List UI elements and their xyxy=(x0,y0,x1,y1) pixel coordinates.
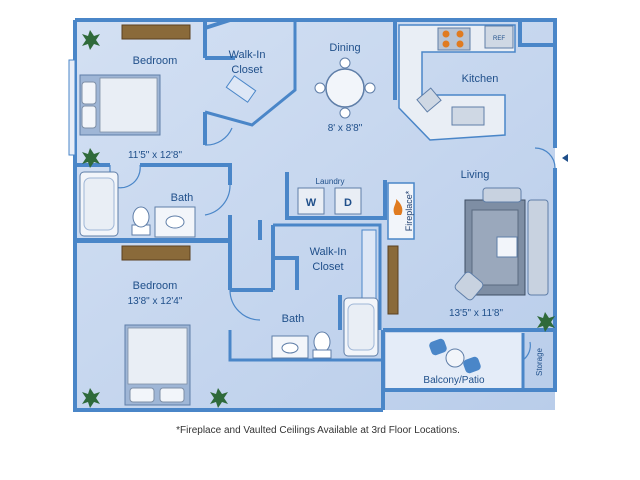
footnote: *Fireplace and Vaulted Ceilings Availabl… xyxy=(176,425,460,436)
bed-icon xyxy=(124,324,191,406)
bed-icon xyxy=(79,74,161,136)
washer-icon xyxy=(297,187,325,215)
refrigerator-label: REF xyxy=(493,36,505,42)
walls xyxy=(73,18,557,412)
closet-shelf xyxy=(225,75,257,103)
window-icon xyxy=(68,59,76,156)
bedroom2-label: Bedroom xyxy=(133,280,178,292)
patio-furniture-icon xyxy=(429,338,481,374)
refrigerator-icon xyxy=(484,25,514,49)
fireplace-label: Fireplace* xyxy=(404,190,414,231)
dryer-icon xyxy=(334,187,362,215)
flame-icon xyxy=(393,199,403,215)
door-swings xyxy=(109,127,556,361)
walkin1-label-line2: Closet xyxy=(231,64,262,76)
entry-arrow-icon xyxy=(562,154,568,162)
toilet-icon xyxy=(312,331,332,359)
dining-table-icon xyxy=(314,57,376,119)
bedroom1-dimensions: 11'5" x 12'8" xyxy=(128,150,183,161)
kitchen-counter xyxy=(398,24,516,141)
bath2-label: Bath xyxy=(282,313,305,325)
washer-label: W xyxy=(306,197,317,209)
bath1-label: Bath xyxy=(171,192,194,204)
stove-icon xyxy=(437,27,471,51)
walkin1-label-line1: Walk-In xyxy=(229,49,266,61)
balcony-label: Balcony/Patio xyxy=(423,375,485,386)
dryer-label: D xyxy=(344,197,352,209)
walkin2-label-line2: Closet xyxy=(312,261,343,273)
sink-icon xyxy=(165,215,185,229)
dresser-icon xyxy=(121,24,191,40)
bedroom1-label: Bedroom xyxy=(133,55,178,67)
living-label: Living xyxy=(461,169,490,181)
toilet-icon xyxy=(131,206,151,236)
tv-stand xyxy=(387,245,399,315)
walkin2-label-line1: Walk-In xyxy=(310,246,347,258)
plant-icon xyxy=(82,30,555,408)
bedroom2-dimensions: 13'8" x 12'4" xyxy=(128,296,183,307)
dining-label: Dining xyxy=(329,42,360,54)
dining-dimensions: 8' x 8'8" xyxy=(328,123,363,134)
kitchen-label: Kitchen xyxy=(462,73,499,85)
storage-label: Storage xyxy=(535,347,544,376)
dishwasher-icon xyxy=(416,87,442,113)
dresser-icon xyxy=(121,245,191,261)
laundry-label: Laundry xyxy=(316,177,345,186)
living-dimensions: 13'5" x 11'8" xyxy=(449,308,504,319)
sink-icon xyxy=(281,342,299,354)
sofa-icon xyxy=(454,187,549,301)
sink-icon xyxy=(451,106,485,126)
